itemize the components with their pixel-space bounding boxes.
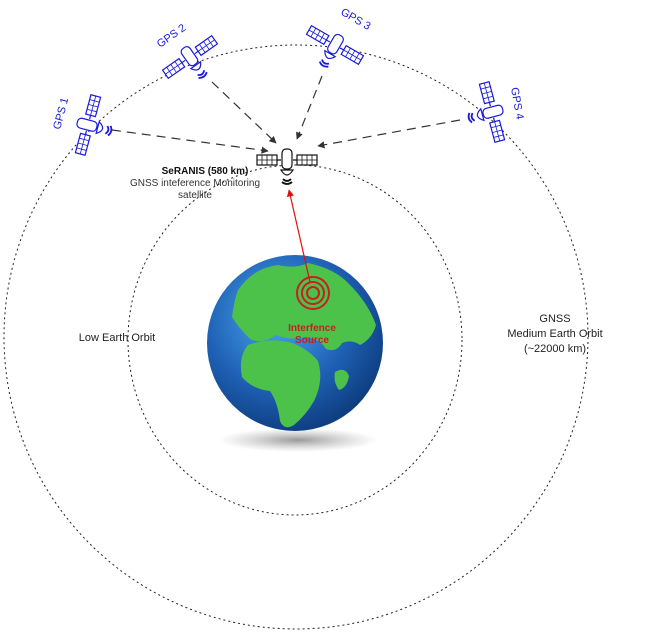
gps-signal-arrows [111, 75, 461, 154]
leo-label: Low Earth Orbit [79, 332, 155, 344]
interference-label-line1: Interfence [288, 323, 336, 334]
interference-uplink-arrow [286, 189, 311, 283]
gps4-signal-arrow [317, 119, 461, 149]
gps3-label: GPS 3 [339, 6, 373, 33]
gps1-signal-arrow [111, 129, 269, 154]
gps1-satellite-icon [68, 92, 120, 162]
meo-label-line2: Medium Earth Orbit [507, 328, 602, 340]
meo-orbit [3, 44, 589, 630]
gps2-signal-arrow [211, 81, 277, 144]
seranis-desc-line1: GNSS inteference Monitoring [130, 178, 260, 189]
interference-label-line2: Source [295, 335, 329, 346]
meo-label-line3: (~22000 km) [524, 343, 586, 355]
earth-shadow [218, 428, 378, 452]
gps4-satellite-icon [460, 79, 512, 149]
gps4-label: GPS 4 [508, 86, 525, 120]
leo-orbit [127, 164, 463, 516]
gps3-signal-arrow [296, 75, 323, 140]
seranis-satellite-icon [256, 148, 318, 185]
gps1-label: GPS 1 [51, 96, 71, 130]
earth-globe [207, 255, 383, 431]
seranis-title: SeRANIS (580 km) [162, 166, 249, 177]
gps2-label: GPS 2 [155, 22, 188, 50]
gps3-satellite-icon [296, 19, 368, 82]
seranis-desc-line2: satellite [178, 190, 212, 201]
interference-rings [296, 276, 330, 310]
meo-label-line1: GNSS [539, 313, 570, 325]
